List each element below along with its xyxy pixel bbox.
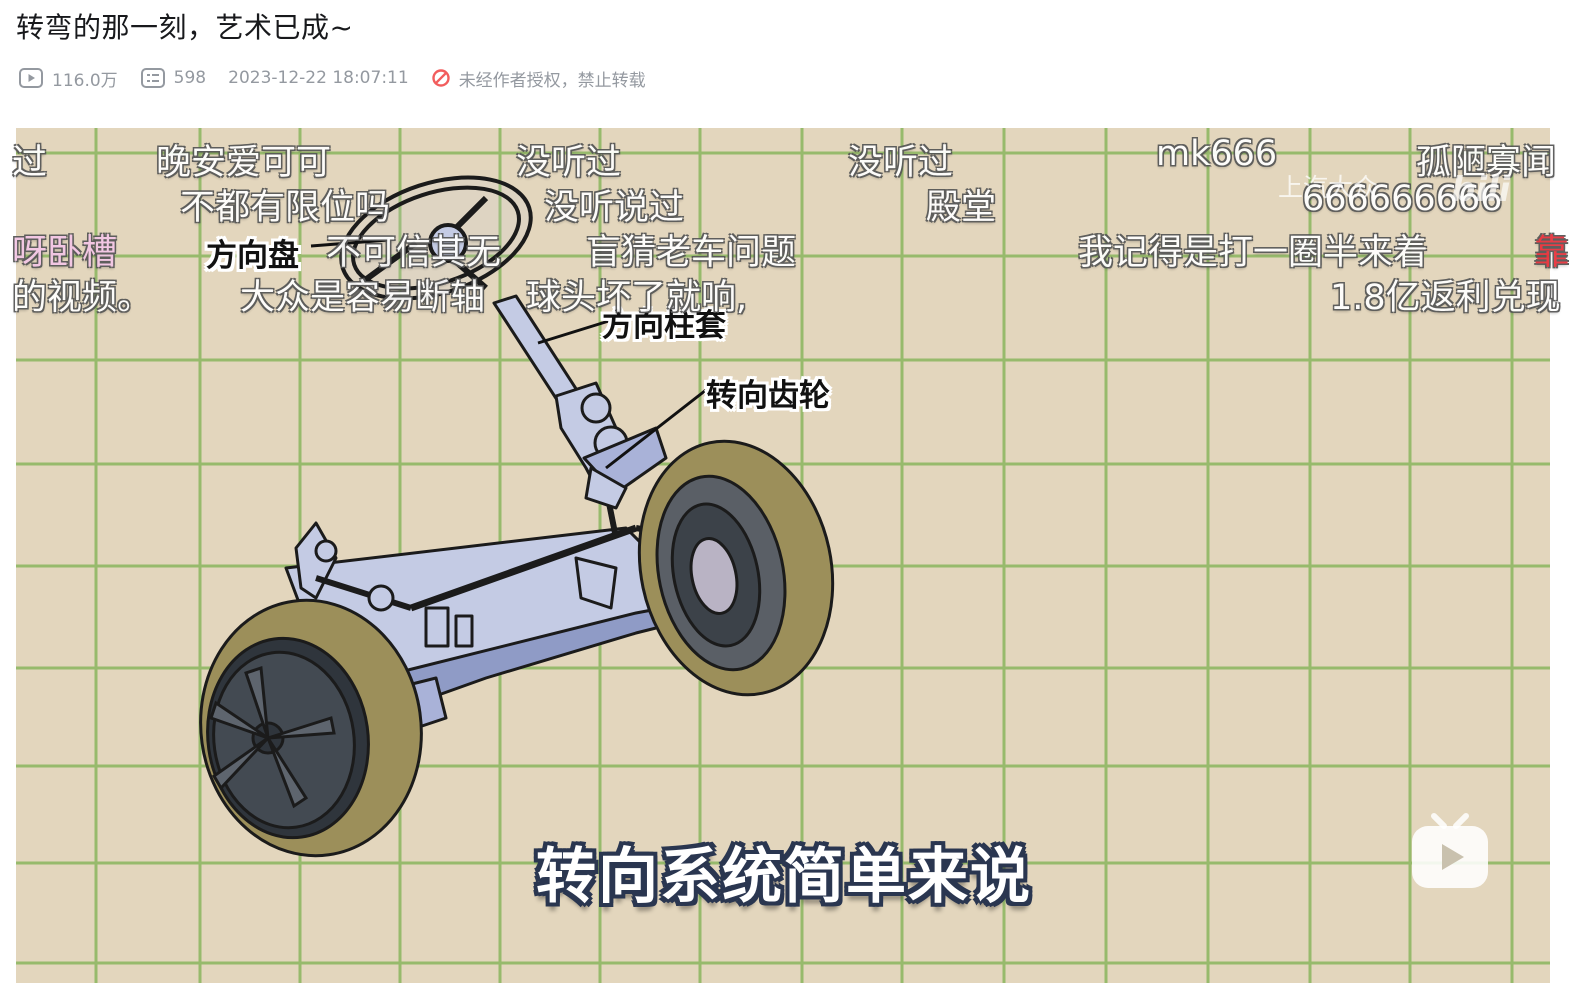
danmaku-item: 666666666 bbox=[1302, 179, 1503, 219]
video-player[interactable]: 方向盘 方向柱套 转向齿轮 过 晚安爱可可 没听过 没听过 mk666 孤陋寡闻… bbox=[12, 128, 1569, 983]
danmaku-item: 没听说过 bbox=[544, 188, 685, 228]
copyright-notice-text: 未经作者授权，禁止转载 bbox=[458, 70, 646, 91]
frame-axle bbox=[284, 521, 748, 730]
view-count-value: 116.0万 bbox=[52, 70, 118, 91]
danmaku-item: 过 bbox=[12, 143, 48, 183]
danmaku-item: 孤陋寡闻 bbox=[1416, 143, 1557, 183]
danmaku-item: 大众是容易断轴 bbox=[240, 278, 486, 318]
danmaku-item: 靠 bbox=[1534, 233, 1569, 273]
danmaku-item: 不都有限位吗 bbox=[180, 188, 391, 228]
danmaku-item: 晚安爱可可 bbox=[156, 143, 332, 183]
video-title: 转弯的那一刻，艺术已成~ bbox=[16, 11, 354, 44]
publish-time: 2023-12-22 18:07:11 bbox=[228, 68, 409, 88]
label-steering-wheel: 方向盘 bbox=[206, 238, 299, 274]
no-repost-icon bbox=[431, 69, 450, 87]
right-wheel bbox=[637, 439, 835, 697]
copyright-notice: 未经作者授权，禁止转载 bbox=[431, 66, 646, 91]
danmaku-item: 我记得是打一圈半来着 bbox=[1078, 233, 1429, 273]
danmaku-count-value: 598 bbox=[173, 68, 207, 88]
label-steering-column: 方向柱套 bbox=[602, 308, 726, 344]
channel-watermark: 上汽大众 bbox=[1278, 173, 1379, 202]
danmaku-item: 盲猜老车问题 bbox=[586, 233, 797, 273]
danmaku-item: 的视频。 bbox=[12, 278, 153, 318]
leader-lines bbox=[310, 238, 707, 470]
danmaku-item: 球头坏了就响, bbox=[526, 278, 748, 318]
steering-wheel bbox=[339, 175, 533, 301]
bilibili-watermark: bili bbox=[1451, 170, 1511, 210]
danmaku-item: 不可信其无 bbox=[326, 233, 502, 273]
video-subtitle: 转向系统简单来说 bbox=[536, 842, 1032, 912]
danmaku-item: 没听过 bbox=[848, 143, 954, 183]
danmaku-item: 殿堂 bbox=[926, 188, 997, 228]
video-meta-bar: 116.0万 598 2023-12-22 18:07:11 未经作者授权，禁止… bbox=[18, 64, 668, 92]
danmaku-count: 598 bbox=[140, 67, 206, 89]
label-steering-gear: 转向齿轮 bbox=[706, 378, 830, 414]
steering-system-illustration bbox=[199, 175, 835, 858]
play-count-icon bbox=[19, 68, 43, 88]
play-icon bbox=[1412, 813, 1488, 888]
danmaku-item: 1.8亿返利兑现 bbox=[1330, 278, 1561, 318]
danmaku-item: mk666 bbox=[1156, 134, 1278, 174]
danmaku-item: 呀卧槽 bbox=[12, 233, 118, 273]
view-count: 116.0万 bbox=[18, 66, 118, 91]
play-button[interactable] bbox=[1408, 808, 1492, 892]
publish-time-value: 2023-12-22 18:07:11 bbox=[228, 68, 409, 88]
danmaku-item: 没听过 bbox=[516, 143, 622, 183]
danmaku-icon bbox=[140, 68, 165, 88]
left-wheel bbox=[199, 598, 423, 858]
